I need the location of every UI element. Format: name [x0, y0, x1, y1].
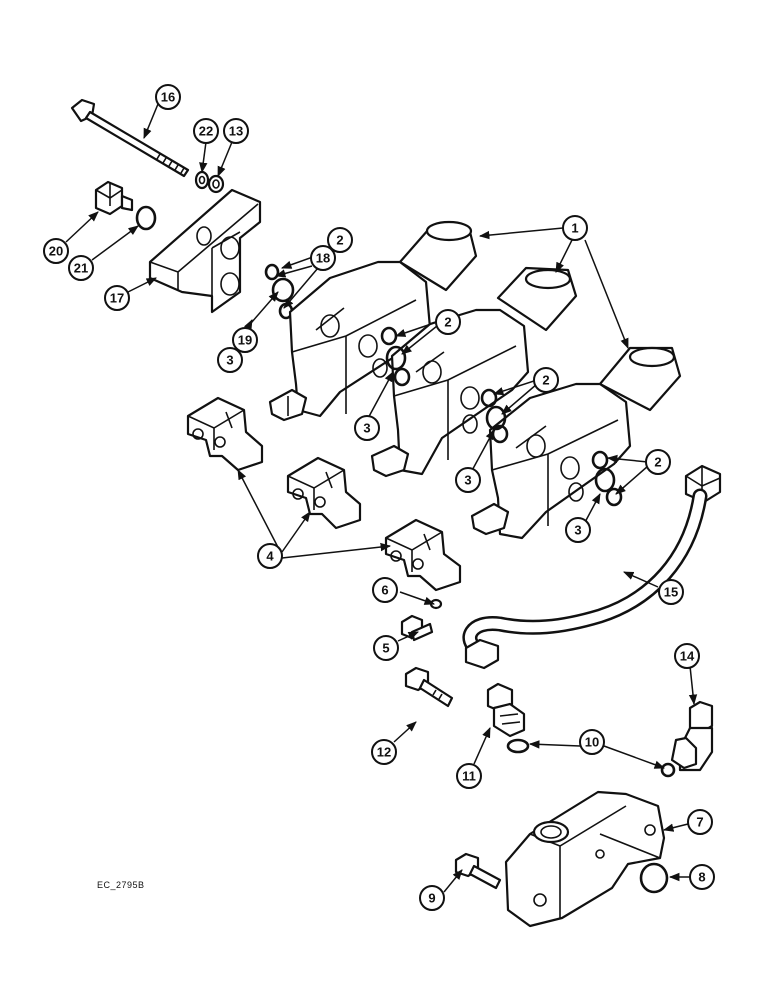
svg-text:20: 20 — [49, 244, 63, 259]
valve-section-1 — [268, 220, 478, 422]
part-20-plug — [94, 180, 134, 216]
part-9-bolt — [454, 852, 502, 890]
part-4-bracket-a — [186, 396, 264, 472]
part-10-o-ring-right — [660, 762, 676, 778]
callout-5: 5 — [373, 635, 399, 661]
svg-text:18: 18 — [316, 251, 330, 266]
part-8-o-ring — [639, 862, 669, 894]
svg-text:7: 7 — [696, 815, 703, 830]
part-17-end-cover — [148, 188, 262, 314]
callout-7: 7 — [687, 809, 713, 835]
callout-21: 21 — [68, 255, 94, 281]
svg-text:1: 1 — [571, 221, 578, 236]
svg-text:2: 2 — [444, 315, 451, 330]
svg-text:2: 2 — [654, 455, 661, 470]
svg-text:21: 21 — [74, 261, 88, 276]
part-7-inlet-housing — [504, 790, 666, 928]
callout-22: 22 — [193, 118, 219, 144]
callout-15: 15 — [658, 579, 684, 605]
svg-text:2: 2 — [336, 233, 343, 248]
valve-section-3 — [470, 346, 682, 540]
svg-text:14: 14 — [680, 649, 695, 664]
callout-19: 19 — [232, 327, 258, 353]
part-2-o-ring-h — [594, 467, 616, 493]
callout-2-c: 2 — [645, 449, 671, 475]
callout-13: 13 — [223, 118, 249, 144]
part-18-o-ring-upper — [264, 263, 280, 281]
callout-3-a: 3 — [354, 415, 380, 441]
part-2-o-ring-c — [393, 367, 411, 387]
valve-section-2 — [370, 266, 578, 478]
svg-text:2: 2 — [542, 373, 549, 388]
svg-text:3: 3 — [363, 421, 370, 436]
svg-text:9: 9 — [428, 891, 435, 906]
callout-2-b: 2 — [533, 367, 559, 393]
callout-16: 16 — [155, 84, 181, 110]
callout-6: 6 — [372, 577, 398, 603]
callout-10: 10 — [579, 729, 605, 755]
part-14-elbow-fitting — [670, 700, 714, 772]
callout-11: 11 — [456, 763, 482, 789]
callout-20: 20 — [43, 238, 69, 264]
part-15-hydraulic-pipe — [462, 464, 722, 670]
svg-text:8: 8 — [698, 870, 705, 885]
callout-17: 17 — [104, 285, 130, 311]
callout-14: 14 — [674, 643, 700, 669]
svg-text:3: 3 — [226, 353, 233, 368]
svg-text:22: 22 — [199, 124, 213, 139]
part-16-bolt — [70, 98, 190, 178]
svg-text:19: 19 — [238, 333, 252, 348]
callout-9: 9 — [419, 885, 445, 911]
callout-8: 8 — [689, 864, 715, 890]
svg-text:6: 6 — [381, 583, 388, 598]
reference-code: EC_2795B — [97, 880, 145, 890]
part-4-bracket-b — [286, 456, 362, 530]
callout-1: 1 — [562, 215, 588, 241]
callout-4: 4 — [257, 543, 283, 569]
svg-text:17: 17 — [110, 291, 124, 306]
part-11-fitting — [486, 682, 526, 738]
part-19-o-ring — [271, 277, 295, 303]
callout-12: 12 — [371, 739, 397, 765]
part-10-o-ring-left — [506, 738, 530, 754]
svg-text:5: 5 — [382, 641, 389, 656]
part-12-bolt — [404, 666, 454, 708]
svg-text:4: 4 — [266, 549, 274, 564]
callout-3-c: 3 — [565, 517, 591, 543]
callout-2-a: 2 — [435, 309, 461, 335]
callout-3-left: 3 — [217, 347, 243, 373]
callout-18: 18 — [310, 245, 336, 271]
svg-text:11: 11 — [462, 769, 476, 784]
svg-text:3: 3 — [464, 473, 471, 488]
part-2-o-ring-d — [480, 388, 498, 408]
part-4-bracket-c — [384, 518, 462, 592]
svg-text:13: 13 — [229, 124, 243, 139]
svg-text:3: 3 — [574, 523, 581, 538]
svg-text:10: 10 — [585, 735, 599, 750]
callout-3-b: 3 — [455, 467, 481, 493]
part-2-o-ring-i — [605, 487, 623, 507]
part-21-o-ring — [135, 205, 157, 231]
part-13-nut — [207, 174, 225, 194]
callout-2-top: 2 — [327, 227, 353, 253]
svg-text:15: 15 — [664, 585, 678, 600]
part-22-washer — [194, 170, 210, 190]
svg-text:12: 12 — [377, 745, 391, 760]
leader-lines — [65, 103, 698, 893]
svg-text:16: 16 — [161, 90, 175, 105]
part-2-o-ring-b — [385, 345, 407, 371]
